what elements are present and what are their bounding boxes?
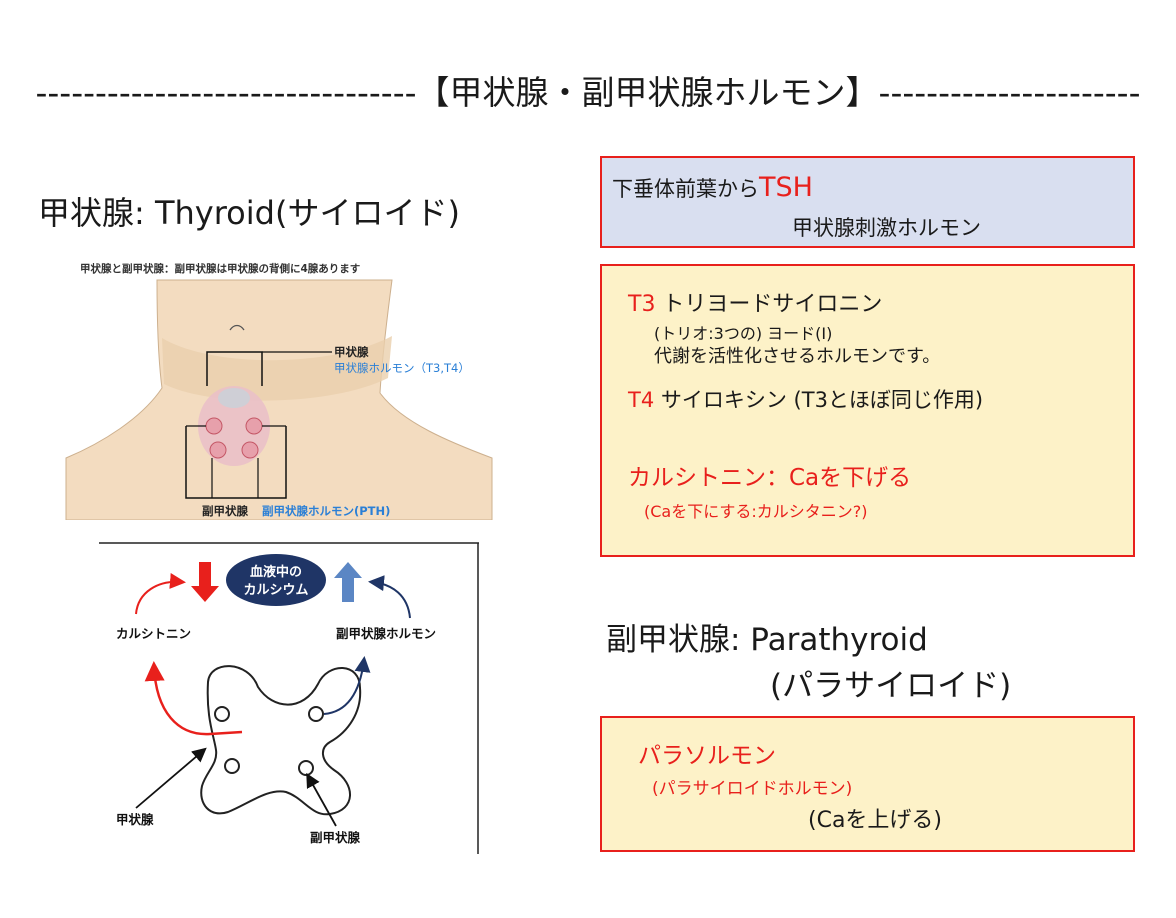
blood-calcium-line1: 血液中の: [250, 564, 302, 580]
calcium-diagram: 血液中の カルシウム カルシトニン 副甲状腺ホルモン 甲状腺 副甲状腺: [98, 542, 480, 854]
thyroid-outline: [200, 665, 362, 816]
calcitonin-note: (Caを下にする:カルシタニン?): [644, 502, 868, 521]
parathyroid-gland: [245, 417, 263, 435]
t3-line: T3 トリヨードサイロニン: [628, 286, 882, 318]
tsh-label: TSH: [759, 172, 813, 203]
parathyroid-circle: [214, 706, 230, 722]
chin-mark: [229, 324, 245, 331]
parathormone-sub: (パラサイロイドホルモン): [652, 779, 853, 799]
t4-line: T4 サイロキシン (T3とほぼ同じ作用): [628, 384, 983, 414]
label-thyroid-bottom: 甲状腺: [116, 812, 154, 827]
blood-calcium-line2: カルシウム: [243, 583, 308, 598]
parathyroid-heading-reading: (パラサイロイド): [770, 668, 1012, 704]
pth-arrow: [368, 575, 411, 619]
parathyroid-to-pth-arrow: [323, 656, 371, 715]
page-title: --------------------------------【甲状腺・副甲状…: [35, 73, 1141, 112]
thyroid-heading: 甲状腺: Thyroid(サイロイド): [38, 194, 460, 232]
calcitonin-arrow: [135, 573, 186, 615]
t3-line2: 代謝を活性化させるホルモンです。: [654, 346, 941, 367]
parathyroid-pointer-arrow: [306, 772, 337, 827]
t3-label: T3: [628, 292, 656, 317]
calcitonin-text: カルシトニン：Caを下げる: [628, 465, 912, 491]
parathyroid-circle: [224, 758, 240, 774]
trachea-shape: [218, 388, 250, 408]
neck-illustration: 甲状腺と副甲状腺：副甲状腺は甲状腺の背側に4腺あります 甲状腺 甲状腺ホルモン（…: [62, 258, 502, 521]
thyroid-pointer-arrow: [135, 747, 207, 809]
label-pth: 副甲状腺ホルモン(PTH): [262, 504, 390, 518]
blood-calcium-ellipse: [226, 554, 326, 606]
t4-text: サイロキシン (T3とほぼ同じ作用): [654, 388, 984, 412]
down-arrow-icon: [191, 562, 219, 602]
tsh-prefix: 下垂体前葉から: [612, 177, 759, 201]
parathyroid-circle: [298, 760, 314, 776]
neck-shadow: [162, 336, 392, 401]
neck-caption: 甲状腺と副甲状腺：副甲状腺は甲状腺の背側に4腺あります: [80, 262, 360, 275]
label-thyroid: 甲状腺: [334, 345, 369, 359]
thyroid-hormone-box: T3 トリヨードサイロニン (トリオ:3つの) ヨード(I) 代謝を活性化させる…: [600, 264, 1135, 557]
label-thyroid-hormone: 甲状腺ホルモン（T3,T4）: [334, 361, 470, 375]
parathyroid-pointer: [185, 426, 287, 499]
t4-label: T4: [628, 388, 655, 412]
parathyroid-heading: 副甲状腺: Parathyroid: [606, 622, 928, 658]
tsh-desc: 甲状腺刺激ホルモン: [792, 216, 981, 240]
tsh-box: 下垂体前葉からTSH 甲状腺刺激ホルモン: [600, 156, 1135, 248]
parathormone-name: パラソルモン: [638, 743, 776, 769]
parathormone-effect: (Caを上げる): [808, 808, 943, 833]
tsh-line: 下垂体前葉からTSH: [612, 172, 813, 203]
t3-name: トリヨードサイロニン: [655, 292, 883, 317]
thyroid-pointer: [206, 351, 263, 386]
t3-line1: (トリオ:3つの) ヨード(I): [654, 324, 833, 343]
parathormone-box: パラソルモン (パラサイロイドホルモン) (Caを上げる): [600, 716, 1135, 852]
parathyroid-pointer-lines: [186, 425, 286, 498]
parathyroid-gland: [241, 441, 259, 459]
label-parathyroid: 副甲状腺: [202, 504, 248, 518]
label-parathyroid-bottom: 副甲状腺: [310, 830, 361, 845]
parathyroid-gland: [209, 441, 227, 459]
parathyroid-gland: [205, 417, 223, 435]
neck-figure: 甲状腺と副甲状腺：副甲状腺は甲状腺の背側に4腺あります 甲状腺 甲状腺ホルモン（…: [65, 262, 493, 521]
parathyroid-circle: [308, 706, 324, 722]
up-arrow-icon: [334, 562, 362, 602]
thyroid-to-calcitonin-arrow: [144, 661, 243, 736]
label-calcitonin: カルシトニン: [116, 626, 191, 641]
calcium-figure: 血液中の カルシウム カルシトニン 副甲状腺ホルモン 甲状腺 副甲状腺: [99, 542, 479, 854]
label-parathyroid-hormone: 副甲状腺ホルモン: [336, 626, 436, 641]
